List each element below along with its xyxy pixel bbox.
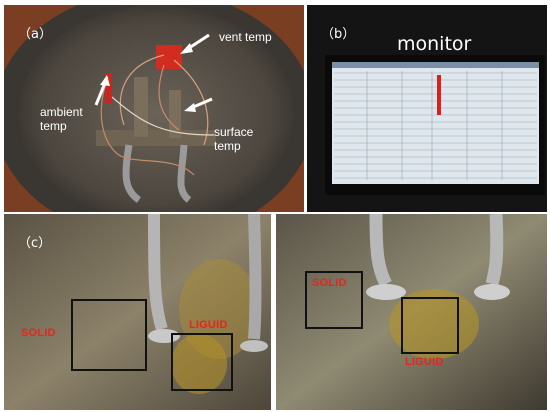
panel-b: （b） monitor xyxy=(307,5,547,212)
panel-c-photo xyxy=(4,214,547,410)
monitor-screen xyxy=(332,62,539,184)
panel-a-photo xyxy=(4,5,304,212)
right-solid-label: SOLID xyxy=(312,277,347,289)
monitor-title: monitor xyxy=(397,33,472,55)
left-solid-box xyxy=(71,299,147,371)
left-solid-label: SOLID xyxy=(21,327,56,339)
panel-b-label: （b） xyxy=(321,27,356,42)
right-liquid-box xyxy=(401,297,459,354)
panel-c: （c） SOLID LIGUID SOLID LIGUID xyxy=(4,214,547,410)
left-liquid-box xyxy=(171,333,233,391)
surface-temp-annotation: surface temp xyxy=(214,125,254,153)
panel-a-label: （a） xyxy=(18,27,52,42)
panel-b-photo xyxy=(307,5,547,212)
ambient-temp-annotation: ambient temp xyxy=(40,105,83,133)
panel-a: （a） vent temp ambient temp surface temp xyxy=(4,5,304,212)
left-liquid-label: LIGUID xyxy=(189,319,228,331)
vent-temp-annotation: vent temp xyxy=(219,30,272,44)
right-liquid-label: LIGUID xyxy=(405,356,444,368)
panel-c-label: （c） xyxy=(18,236,52,251)
monitor-table xyxy=(334,71,537,180)
right-solid-box xyxy=(305,271,363,329)
ambient-arrow xyxy=(94,82,107,106)
